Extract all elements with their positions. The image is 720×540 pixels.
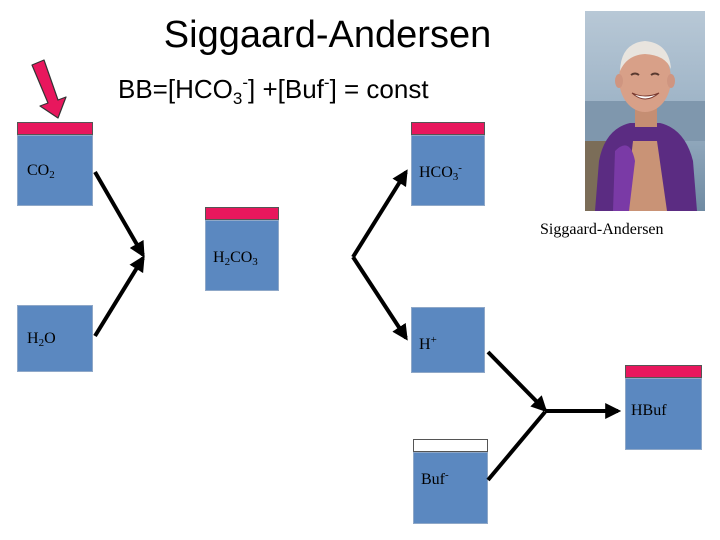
formula-sup2: - — [323, 73, 330, 92]
arrow-h2o-to-h2co3 — [93, 255, 145, 338]
h2co3-sub2: 3 — [252, 256, 258, 268]
hco3-cap — [411, 122, 485, 135]
hco3-box — [411, 135, 485, 206]
buf-sup: - — [445, 469, 449, 481]
hplus-box — [411, 307, 485, 373]
hplus-text: H — [419, 336, 431, 353]
hco3-label: HCO3- — [419, 162, 462, 183]
photo-caption: Siggaard-Andersen — [540, 221, 664, 238]
buf-box — [413, 452, 488, 524]
buf-text: Buf — [421, 471, 445, 488]
co2-label: CO2 — [27, 162, 55, 181]
formula-mid: ] +[Buf — [248, 74, 324, 104]
h2o-text-b: O — [44, 330, 56, 347]
formula-prefix: BB=[HCO — [118, 74, 233, 104]
h2o-box — [17, 305, 93, 372]
h2co3-cap — [205, 207, 279, 220]
portrait-photo — [585, 11, 705, 211]
portrait-image — [585, 11, 705, 211]
h2o-text-a: H — [27, 330, 39, 347]
arrow-h2co3-to-hplus — [351, 255, 408, 341]
h2co3-label: H2CO3 — [213, 249, 258, 268]
co2-input-arrow — [31, 59, 67, 119]
arrow-buf-to-hbuf — [486, 410, 547, 482]
hbuf-label: HBuf — [631, 402, 667, 419]
h2o-sub: 2 — [38, 337, 45, 349]
slide-title: Siggaard-Andersen — [163, 14, 492, 56]
formula-suffix: ] = const — [329, 74, 429, 104]
hplus-label: H+ — [419, 334, 437, 354]
h2co3-text-a: H — [213, 249, 225, 266]
formula-sup1: - — [242, 73, 249, 92]
co2-cap — [17, 122, 93, 135]
hbuf-box — [625, 378, 702, 450]
hbuf-cap — [625, 365, 702, 378]
h2co3-sub1: 2 — [224, 256, 231, 268]
co2-text: CO — [27, 162, 50, 179]
buffer-base-formula: BB=[HCO3-] +[Buf-] = const — [118, 73, 429, 109]
arrow-hplus-to-hbuf — [486, 350, 548, 413]
h2o-label: H2O — [27, 330, 56, 349]
buf-cap — [413, 439, 488, 452]
co2-box — [17, 135, 93, 206]
hco3-text: HCO — [419, 164, 453, 181]
buf-label: Buf- — [421, 469, 449, 489]
formula-sub: 3 — [232, 89, 243, 108]
arrow-h2co3-to-hco3 — [351, 169, 408, 259]
co2-sub: 2 — [49, 169, 55, 181]
hplus-sup: + — [430, 334, 437, 346]
hco3-sub: 3 — [452, 171, 459, 183]
arrow-co2-to-h2co3 — [93, 170, 145, 258]
h2co3-box — [205, 220, 279, 291]
hco3-sup: - — [458, 162, 462, 174]
h2co3-text-b: CO — [230, 249, 253, 266]
